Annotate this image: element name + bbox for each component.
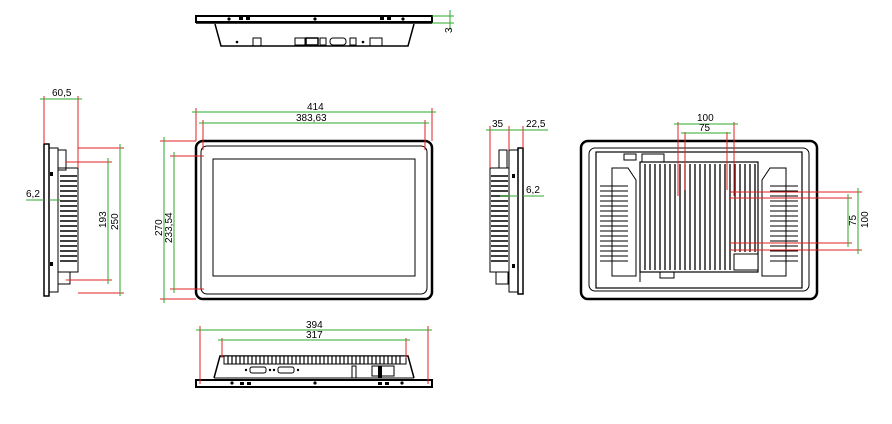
right-depth-a-label: 35	[492, 119, 504, 130]
right-offset-label: 6,2	[526, 185, 540, 196]
front-height-label: 270	[154, 219, 165, 236]
rear-vesa-inner-v-label: 75	[848, 214, 859, 226]
rear-vesa-outer-v-label: 100	[860, 211, 871, 228]
bottom-inner-width-label: 317	[306, 330, 323, 341]
front-width-label: 414	[307, 102, 324, 113]
top-thickness-label: 3	[444, 27, 455, 33]
top-view: 3	[195, 10, 455, 47]
rear-view: 100 75 100 75	[579, 113, 871, 301]
rear-vesa-inner-h-label: 75	[699, 123, 711, 134]
bottom-cutout-width-label: 394	[306, 320, 323, 331]
left-inner-height-label: 193	[98, 211, 109, 228]
front-screen-width-label: 383,63	[296, 113, 327, 124]
rear-vesa-outer-h-label: 100	[697, 113, 714, 124]
left-offset-label: 6,2	[26, 189, 40, 200]
left-depth-label: 60,5	[52, 88, 72, 99]
bottom-view: 394 317	[195, 320, 433, 388]
left-outer-height-label: 250	[110, 213, 121, 230]
left-side-view: 60,5 6,2 193 250	[26, 88, 124, 297]
right-side-view: 35 22,5 6,2	[486, 119, 548, 295]
right-depth-b-label: 22,5	[526, 119, 546, 130]
front-view: 414 383,63 270 233,54	[154, 102, 436, 303]
front-screen-height-label: 233,54	[164, 212, 175, 243]
